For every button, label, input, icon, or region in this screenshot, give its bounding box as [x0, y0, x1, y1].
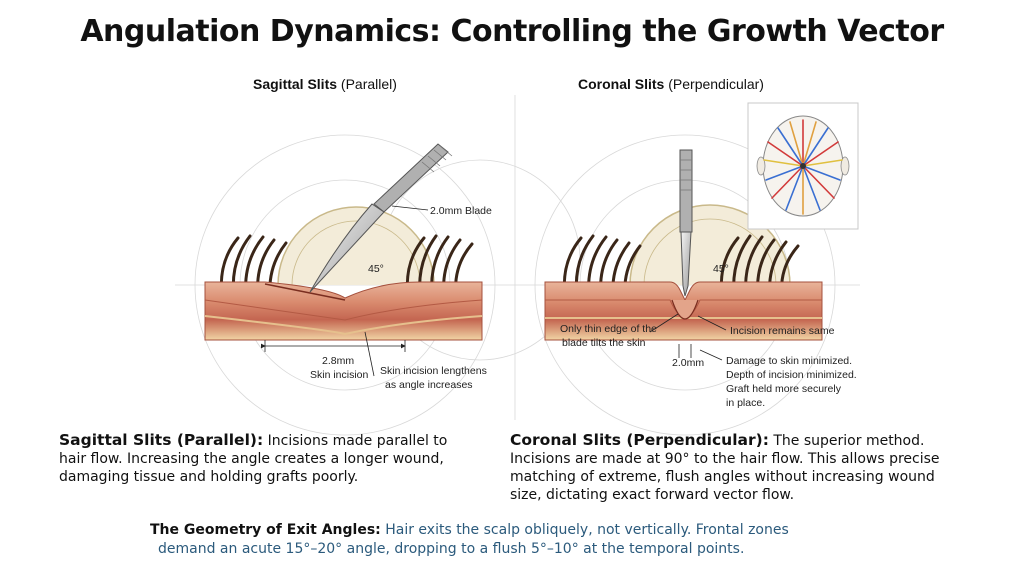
coronal-skin-section — [544, 281, 823, 341]
thin-edge-label-1: Only thin edge of the — [560, 323, 657, 335]
sagittal-angle-label: 45° — [368, 263, 384, 275]
incision-name-label: Skin incision — [310, 369, 369, 381]
coronal-scalpel-icon — [679, 149, 693, 297]
damage-label-3: Graft held more securely — [726, 383, 842, 395]
sagittal-description: Sagittal Slits (Parallel): Incisions mad… — [59, 431, 448, 485]
sagittal-skin-section — [204, 281, 483, 341]
page-title: Angulation Dynamics: Controlling the Gro… — [80, 14, 944, 49]
scalp-vector-map-icon — [747, 102, 859, 230]
remains-label: Incision remains same — [730, 325, 835, 337]
lengthens-label-2: as angle increases — [385, 379, 473, 391]
damage-label-1: Damage to skin minimized. — [726, 355, 852, 367]
sagittal-labels: 2.0mm Blade 45° 2.8mm Skin incision Skin… — [261, 205, 492, 391]
blade-label: 2.0mm Blade — [430, 205, 492, 217]
sagittal-heading: Sagittal Slits (Parallel) — [253, 76, 397, 92]
thin-edge-label-2: blade tilts the skin — [562, 337, 646, 349]
footer-note: The Geometry of Exit Angles: Hair exits … — [150, 522, 789, 557]
coronal-heading: Coronal Slits (Perpendicular) — [578, 76, 764, 92]
scalpel-icon — [309, 143, 453, 293]
coronal-labels: 45° Only thin edge of the blade tilts th… — [560, 263, 857, 409]
coronal-size-label: 2.0mm — [672, 357, 704, 369]
incision-size-label: 2.8mm — [322, 355, 354, 367]
damage-label-4: in place. — [726, 397, 765, 409]
sagittal-protractor — [277, 206, 435, 286]
coronal-angle-label: 45° — [713, 263, 729, 275]
damage-label-2: Depth of incision minimized. — [726, 369, 857, 381]
lengthens-label-1: Skin incision lengthens — [380, 365, 487, 377]
coronal-description: Coronal Slits (Perpendicular): The super… — [510, 431, 940, 503]
